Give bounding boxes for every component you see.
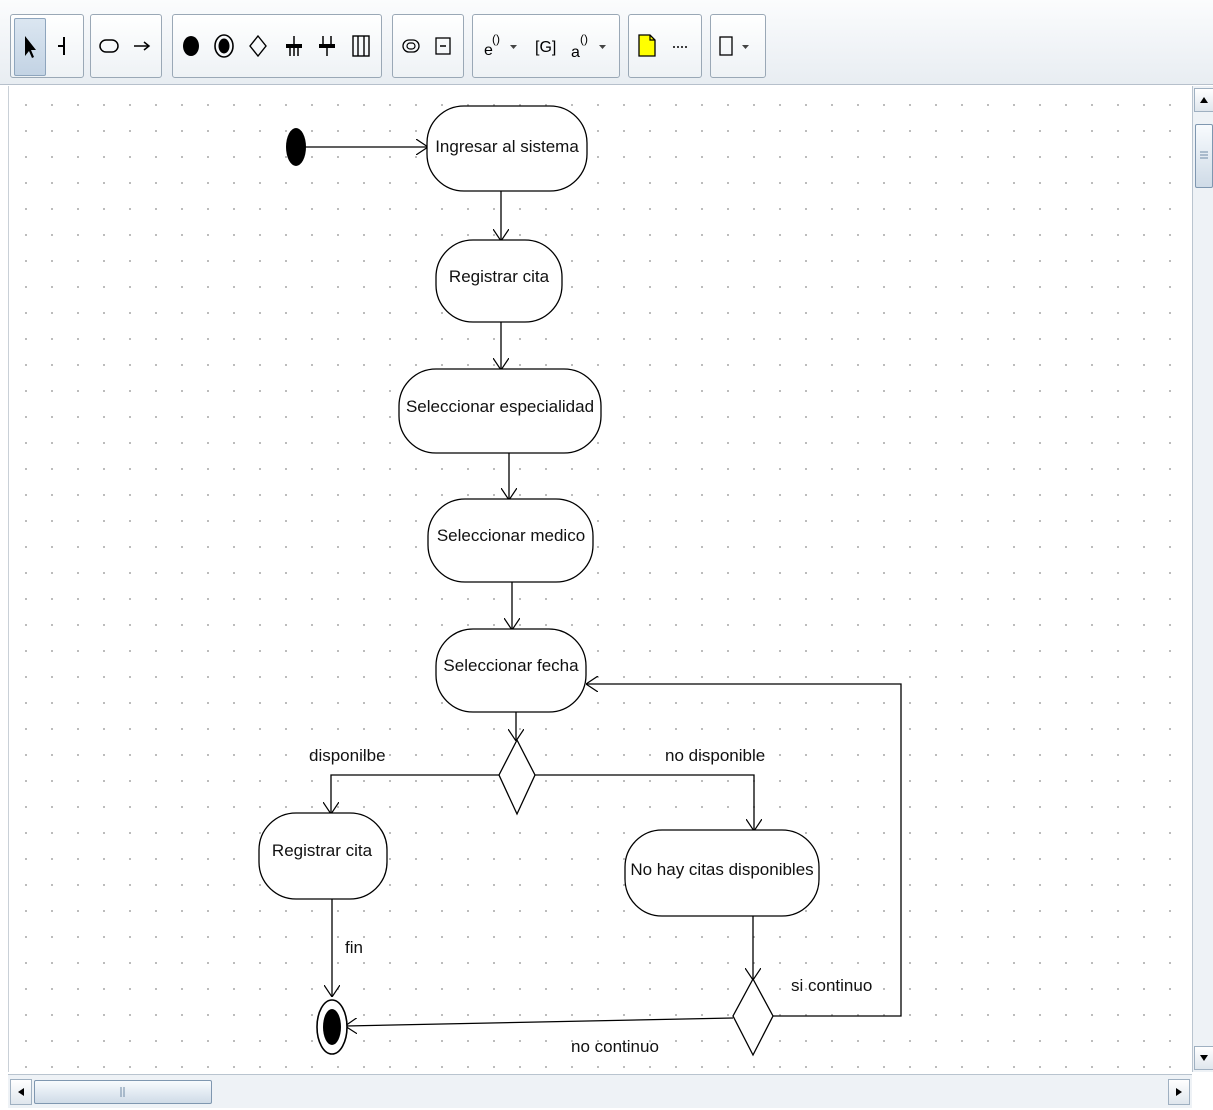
initial-state[interactable] bbox=[286, 128, 306, 166]
final-state[interactable] bbox=[316, 999, 348, 1055]
node-label: Registrar cita bbox=[272, 841, 373, 860]
comment-link-icon[interactable] bbox=[666, 18, 696, 74]
arrow-left-icon bbox=[18, 1088, 24, 1096]
comment-note-icon[interactable] bbox=[632, 18, 662, 74]
vertical-scrollbar[interactable] bbox=[1192, 86, 1213, 1072]
activity-diagram: Ingresar al sistema Registrar cita Selec… bbox=[258, 105, 902, 1057]
edge-no-continuo-to-final bbox=[346, 1017, 734, 1026]
arrow-up-icon bbox=[1200, 97, 1208, 103]
edge-label-fin: fin bbox=[345, 938, 363, 957]
join-bar-icon[interactable] bbox=[312, 18, 342, 74]
object-flow-icon[interactable] bbox=[428, 18, 458, 74]
toolbar: e () [G] a () bbox=[0, 0, 1213, 85]
node-no-hay-citas-disponibles[interactable]: No hay citas disponibles bbox=[624, 829, 820, 917]
arrow-down-icon bbox=[1200, 1055, 1208, 1061]
action-label-sup: () bbox=[580, 32, 588, 46]
initial-state-icon[interactable] bbox=[176, 18, 206, 74]
decision-continuar[interactable] bbox=[732, 977, 774, 1057]
node-label: Seleccionar fecha bbox=[443, 656, 579, 675]
node-ingresar-al-sistema[interactable]: Ingresar al sistema bbox=[426, 105, 588, 192]
node-label: Ingresar al sistema bbox=[435, 137, 579, 156]
node-seleccionar-fecha[interactable]: Seleccionar fecha bbox=[435, 628, 587, 713]
select-pointer-icon[interactable] bbox=[14, 18, 46, 76]
event-dropdown-icon[interactable]: e () bbox=[478, 18, 522, 74]
grip-icon bbox=[1200, 151, 1208, 159]
partition-icon[interactable] bbox=[47, 18, 77, 74]
call-state-icon[interactable] bbox=[396, 18, 426, 74]
node-label: No hay citas disponibles bbox=[630, 860, 813, 879]
diagram-canvas[interactable]: Ingresar al sistema Registrar cita Selec… bbox=[8, 86, 1189, 1072]
final-state-icon[interactable] bbox=[209, 18, 239, 74]
toolbar-group-objects bbox=[392, 14, 464, 78]
arrow-right-icon bbox=[1176, 1088, 1182, 1096]
horizontal-scroll-thumb[interactable] bbox=[34, 1080, 212, 1104]
decision-disponibilidad[interactable] bbox=[498, 738, 536, 816]
node-seleccionar-medico[interactable]: Seleccionar medico bbox=[427, 498, 594, 583]
toolbar-group-triggers bbox=[472, 14, 620, 78]
scroll-down-button[interactable] bbox=[1194, 1046, 1213, 1070]
edge-label-no-disponible: no disponible bbox=[665, 746, 765, 765]
rectangle-dropdown-icon[interactable] bbox=[714, 18, 758, 74]
edge-label-disponible: disponilbe bbox=[309, 746, 386, 765]
action-dropdown-icon[interactable]: a () bbox=[566, 18, 612, 74]
toolbar-group-shapes bbox=[710, 14, 766, 78]
grip-icon bbox=[120, 1087, 125, 1097]
node-label: Seleccionar especialidad bbox=[406, 397, 594, 416]
guard-icon[interactable]: [G] bbox=[532, 18, 562, 74]
event-label: e bbox=[484, 42, 493, 59]
node-label: Registrar cita bbox=[449, 267, 550, 286]
horizontal-scrollbar[interactable] bbox=[8, 1074, 1192, 1108]
node-registrar-cita-2[interactable]: Registrar cita bbox=[258, 812, 388, 900]
node-label: Seleccionar medico bbox=[437, 526, 585, 545]
node-seleccionar-especialidad[interactable]: Seleccionar especialidad bbox=[398, 368, 602, 454]
decision-diamond-icon[interactable] bbox=[243, 18, 273, 74]
action-label: a bbox=[571, 44, 580, 61]
scroll-left-button[interactable] bbox=[10, 1079, 32, 1105]
guard-label: [G] bbox=[535, 39, 556, 56]
edge-label-si-continuo: si continuo bbox=[791, 976, 872, 995]
edge-decision-to-registrar-cita bbox=[331, 774, 499, 813]
event-label-sup: () bbox=[492, 32, 500, 46]
edge-decision-to-no-hay-citas bbox=[535, 774, 754, 830]
scroll-up-button[interactable] bbox=[1194, 88, 1213, 112]
edge-label-no-continuo: no continuo bbox=[571, 1037, 659, 1056]
swimlane-icon[interactable] bbox=[346, 18, 376, 74]
action-state-icon[interactable] bbox=[94, 18, 124, 74]
edge-si-continuo-loop bbox=[587, 684, 902, 1017]
toolbar-group-states bbox=[172, 14, 382, 78]
scroll-right-button[interactable] bbox=[1168, 1079, 1190, 1105]
node-registrar-cita-1[interactable]: Registrar cita bbox=[435, 239, 563, 323]
fork-bar-icon[interactable] bbox=[279, 18, 309, 74]
vertical-scroll-thumb[interactable] bbox=[1195, 124, 1213, 188]
toolbar-group-comments bbox=[628, 14, 702, 78]
transition-arrow-icon[interactable] bbox=[127, 18, 157, 74]
